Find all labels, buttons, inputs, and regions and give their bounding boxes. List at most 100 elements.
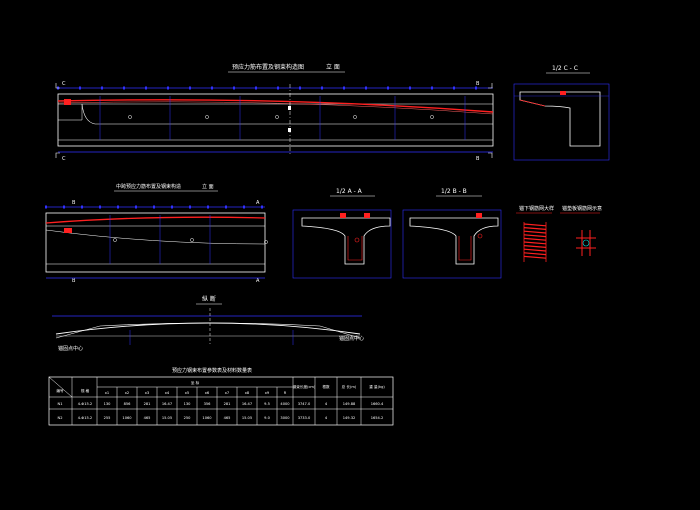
section-marker-b-left-bottom: B bbox=[72, 278, 76, 284]
table-cell-coord: 4000 bbox=[280, 402, 290, 406]
section-aa-view: 1/2 A - A bbox=[292, 188, 392, 279]
section-cc-view: 1/2 C - C bbox=[513, 65, 610, 161]
dimension-tick bbox=[63, 205, 65, 209]
table-cell-coord: 130 bbox=[184, 402, 192, 406]
midspan-tendon bbox=[45, 216, 266, 224]
table-cell-weight: 1660.4 bbox=[371, 402, 384, 406]
bearing-plate-duct bbox=[582, 239, 590, 247]
table-header-total: 总 长(m) bbox=[342, 384, 357, 389]
dimension-tick bbox=[123, 86, 125, 90]
table-subheader-x6: x6 bbox=[205, 391, 210, 395]
dimension-tick bbox=[431, 86, 433, 90]
dimension-tick bbox=[365, 86, 367, 90]
dimension-tick bbox=[117, 205, 119, 209]
section-cc-outline bbox=[519, 91, 601, 147]
table-title: 预应力钢束布置参数表及材料数量表 bbox=[172, 367, 252, 374]
midspan-elevation-title: 中跨预应力筋布置及钢束构造 bbox=[116, 183, 181, 190]
table-cell-spec: 4-Φ15.2 bbox=[78, 416, 92, 420]
table-frame bbox=[48, 376, 394, 426]
table-header-weight: 重 量(kg) bbox=[369, 384, 385, 389]
table-cell-coord: 16.47 bbox=[162, 402, 172, 406]
table-cell-coord: 856 bbox=[124, 402, 132, 406]
midspan-girder-outline bbox=[45, 212, 266, 273]
section-bb-frame bbox=[402, 209, 502, 279]
dimension-tick bbox=[211, 86, 213, 90]
dimension-tick bbox=[475, 86, 477, 90]
section-cut-b-top bbox=[488, 83, 493, 89]
profile-title: 纵 断 bbox=[202, 295, 216, 303]
section-bb-outline bbox=[409, 217, 499, 265]
profile-curve-bottom bbox=[55, 322, 361, 339]
prestress-tendon-n2 bbox=[57, 101, 494, 115]
duct-mark bbox=[430, 115, 434, 119]
section-marker-a-right-bottom: A bbox=[256, 278, 260, 284]
table-cell-coord: 9.5 bbox=[264, 402, 270, 406]
table-cell-coord: 281 bbox=[144, 402, 151, 406]
anchor-block-left bbox=[64, 99, 71, 105]
dimension-tick bbox=[153, 205, 155, 209]
spiral-turn bbox=[523, 237, 547, 241]
section-aa-duct bbox=[354, 237, 360, 243]
table-subheader-x7: x7 bbox=[225, 391, 229, 395]
table-cell-coord: 1060 bbox=[122, 416, 132, 420]
section-aa-outline bbox=[301, 217, 391, 265]
table-subheader-x5: x5 bbox=[185, 391, 189, 395]
dimension-tick bbox=[243, 205, 245, 209]
spiral-turn bbox=[523, 248, 547, 252]
table-subheader-x2: x2 bbox=[125, 391, 129, 395]
section-bb-tendon bbox=[476, 213, 482, 218]
dimension-tick bbox=[453, 86, 455, 90]
table-cell-count: 4 bbox=[325, 402, 328, 406]
table-header-count: 根数 bbox=[322, 384, 330, 389]
main-elevation-title: 预应力筋布置及钢束构造图 bbox=[232, 63, 304, 71]
dimension-tick bbox=[225, 205, 227, 209]
table-cell-coord: 281 bbox=[224, 402, 231, 406]
profile-label-left: 锚固点中心 bbox=[58, 345, 83, 352]
spiral-turn bbox=[523, 227, 547, 230]
section-cc-frame bbox=[513, 83, 610, 161]
table-cell-coord: 465 bbox=[224, 416, 231, 420]
section-bb-duct bbox=[477, 233, 483, 239]
section-cut-c-bottom bbox=[55, 152, 60, 158]
table-header-spec: 规 格 bbox=[81, 388, 90, 393]
spiral-rebar bbox=[523, 222, 547, 262]
table-cell-coord: 1060 bbox=[202, 416, 212, 420]
detail-bearing-plate: 锚垫板钢筋网示意 bbox=[560, 205, 602, 256]
dimension-tick bbox=[321, 86, 323, 90]
section-marker-a-right: A bbox=[256, 200, 260, 206]
spiral-turn bbox=[523, 245, 547, 248]
table-cell-weight: 1654.2 bbox=[371, 416, 384, 420]
spiral-turn bbox=[523, 223, 547, 227]
table-cell-coord: 465 bbox=[144, 416, 151, 420]
detail-bearing-plate-title: 锚垫板钢筋网示意 bbox=[562, 205, 602, 212]
section-marker-c-bottom: C bbox=[62, 156, 66, 162]
table-cell-coord: 255 bbox=[104, 416, 111, 420]
section-cut-b-bottom bbox=[488, 152, 493, 158]
duct-mark bbox=[275, 115, 279, 119]
dimension-tick bbox=[145, 86, 147, 90]
section-marker-b-bottom: B bbox=[476, 156, 480, 162]
section-aa-rebar bbox=[347, 236, 363, 261]
midspan-mark bbox=[288, 106, 291, 110]
dimension-tick bbox=[189, 205, 191, 209]
midspan-elevation-title-suffix: 立 面 bbox=[202, 183, 214, 190]
duct-mark bbox=[353, 115, 357, 119]
spiral-turn bbox=[523, 230, 547, 234]
prestress-tendon-n1 bbox=[57, 99, 494, 113]
section-marker-b-top: B bbox=[476, 81, 480, 87]
dimension-tick bbox=[207, 205, 209, 209]
dimension-tick bbox=[81, 205, 83, 209]
table-subheader-x4: x4 bbox=[165, 391, 170, 395]
midspan-dimension-ticks bbox=[45, 205, 263, 209]
section-bb-view: 1/2 B - B bbox=[402, 188, 502, 279]
detail-anchor-mesh-title: 锚下钢筋网大样 bbox=[519, 205, 554, 212]
dimension-tick bbox=[101, 86, 103, 90]
table-cell-total: 149.32 bbox=[343, 416, 356, 420]
section-aa-frame bbox=[292, 209, 392, 279]
table-subheader-x3: x3 bbox=[145, 391, 149, 395]
dimension-tick bbox=[299, 86, 301, 90]
spiral-turn bbox=[523, 234, 547, 238]
section-aa-title: 1/2 A - A bbox=[336, 188, 363, 195]
